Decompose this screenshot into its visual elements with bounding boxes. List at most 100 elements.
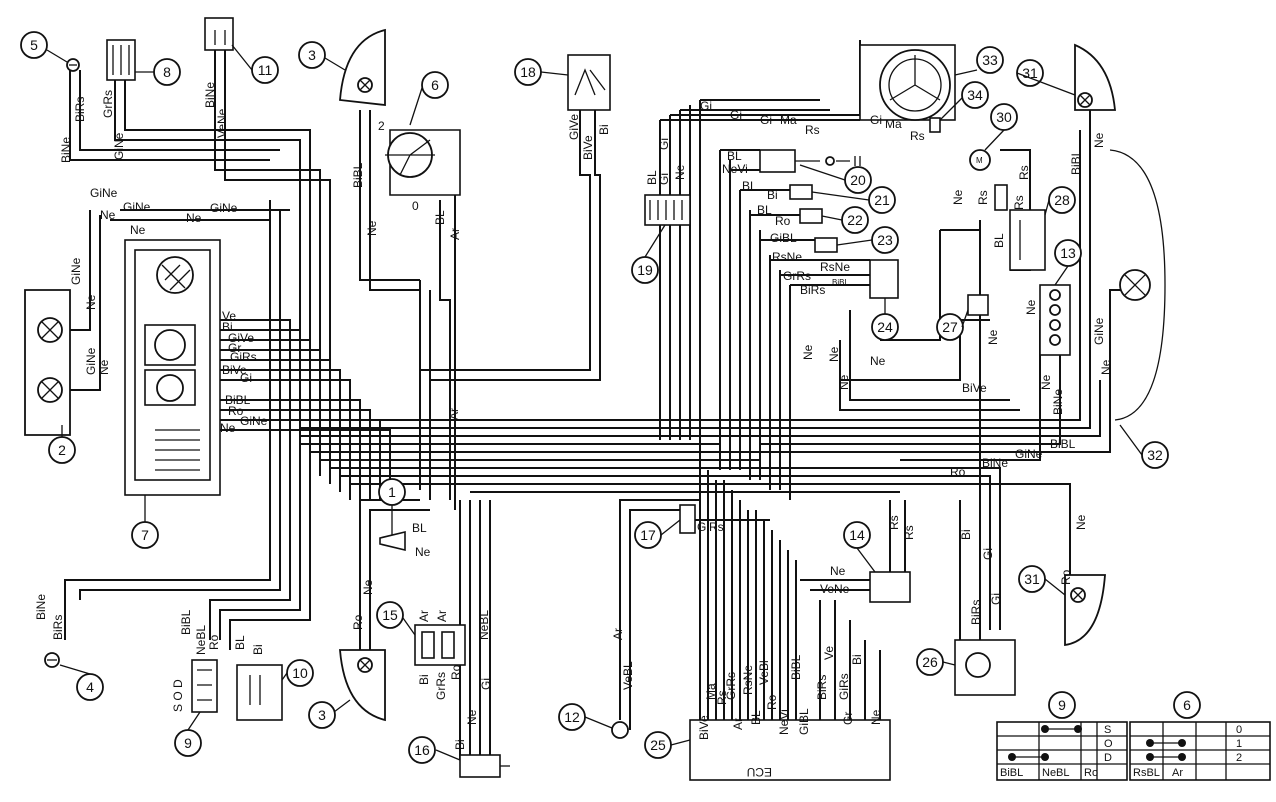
callout-31b: 31 bbox=[1018, 565, 1046, 593]
svg-text:13: 13 bbox=[1060, 245, 1076, 261]
svg-text:GiVe: GiVe bbox=[228, 331, 254, 345]
svg-text:9: 9 bbox=[184, 735, 192, 751]
svg-text:33: 33 bbox=[982, 52, 998, 68]
svg-text:Bi: Bi bbox=[222, 320, 233, 334]
svg-text:21: 21 bbox=[874, 192, 890, 208]
component-9 bbox=[191, 659, 218, 713]
svg-text:Bi: Bi bbox=[850, 654, 864, 665]
svg-text:Ar: Ar bbox=[611, 628, 625, 640]
callout-16: 16 bbox=[408, 736, 436, 764]
svg-text:VeNe: VeNe bbox=[820, 582, 850, 596]
svg-text:BiBL: BiBL bbox=[179, 609, 193, 635]
component-22 bbox=[799, 208, 823, 224]
svg-text:BiRs: BiRs bbox=[815, 675, 829, 700]
svg-text:GrRs: GrRs bbox=[724, 672, 738, 700]
svg-text:Bi: Bi bbox=[959, 529, 973, 540]
component-15 bbox=[414, 624, 466, 666]
callout-27: 27 bbox=[936, 313, 964, 341]
svg-text:GiNe: GiNe bbox=[69, 257, 83, 285]
svg-text:Ve: Ve bbox=[822, 646, 836, 660]
svg-text:BiNe: BiNe bbox=[203, 82, 217, 108]
callout-11: 11 bbox=[251, 56, 279, 84]
svg-text:BiBL: BiBL bbox=[832, 278, 849, 287]
svg-text:Rs: Rs bbox=[976, 190, 990, 205]
svg-text:17: 17 bbox=[640, 527, 656, 543]
callouts: 1 2 3 3 4 5 6 7 8 9 10 11 12 13 14 15 16… bbox=[20, 31, 1201, 764]
component-13 bbox=[1039, 284, 1071, 356]
callout-4: 4 bbox=[76, 673, 104, 701]
svg-text:Ne: Ne bbox=[84, 294, 98, 310]
svg-text:Gi: Gi bbox=[870, 113, 882, 127]
component-21 bbox=[789, 184, 813, 200]
svg-text:Rs: Rs bbox=[1017, 165, 1031, 180]
component-26 bbox=[954, 639, 1016, 696]
svg-text:NeVi: NeVi bbox=[777, 709, 791, 735]
component-18 bbox=[567, 54, 611, 111]
svg-text:Gi: Gi bbox=[730, 108, 742, 122]
svg-text:GiVe: GiVe bbox=[567, 114, 581, 140]
svg-text:Ne: Ne bbox=[830, 564, 846, 578]
svg-text:BL: BL bbox=[742, 179, 757, 193]
leader-lines bbox=[46, 44, 1143, 761]
svg-text:VeBl: VeBl bbox=[757, 660, 771, 685]
svg-text:Ma: Ma bbox=[704, 683, 718, 700]
callout-7: 7 bbox=[131, 521, 159, 549]
svg-text:2: 2 bbox=[58, 442, 66, 458]
svg-text:Gr: Gr bbox=[228, 341, 241, 355]
svg-text:O: O bbox=[1104, 738, 1113, 750]
svg-text:Ne: Ne bbox=[361, 579, 375, 595]
svg-text:RsNe: RsNe bbox=[820, 260, 850, 274]
callout-33: 33 bbox=[976, 46, 1004, 74]
svg-text:RsNe: RsNe bbox=[741, 665, 755, 695]
callout-13: 13 bbox=[1054, 239, 1082, 267]
svg-text:32: 32 bbox=[1147, 447, 1163, 463]
callout-table-9: 9 bbox=[1048, 691, 1076, 719]
svg-text:BL: BL bbox=[757, 203, 772, 217]
callout-3b: 3 bbox=[308, 701, 336, 729]
table-9-labels: S O D BiBL NeBL Ro bbox=[1000, 724, 1113, 779]
svg-text:14: 14 bbox=[849, 527, 865, 543]
svg-text:Ne: Ne bbox=[1039, 374, 1053, 390]
callout-1: 1 bbox=[378, 478, 406, 506]
svg-text:Ro: Ro bbox=[765, 694, 779, 710]
callout-9: 9 bbox=[174, 729, 202, 757]
callout-8: 8 bbox=[153, 58, 181, 86]
svg-text:BiVe: BiVe bbox=[581, 135, 595, 160]
callout-6: 6 bbox=[421, 71, 449, 99]
component-10 bbox=[236, 664, 283, 721]
component-4 bbox=[44, 652, 60, 668]
component-23 bbox=[814, 237, 838, 253]
callout-34: 34 bbox=[961, 81, 989, 109]
svg-text:1: 1 bbox=[388, 484, 396, 500]
svg-text:BL: BL bbox=[645, 170, 659, 185]
svg-text:BL: BL bbox=[433, 210, 447, 225]
svg-text:S: S bbox=[1104, 724, 1111, 736]
svg-text:ECU: ECU bbox=[747, 765, 772, 779]
callout-table-6: 6 bbox=[1173, 691, 1201, 719]
svg-text:Ne: Ne bbox=[186, 211, 202, 225]
callout-17: 17 bbox=[634, 521, 662, 549]
svg-text:Ve: Ve bbox=[222, 309, 236, 323]
svg-text:Ar: Ar bbox=[417, 610, 431, 622]
svg-text:NeBL: NeBL bbox=[194, 625, 208, 655]
callout-31a: 31 bbox=[1016, 59, 1044, 87]
svg-text:Ar: Ar bbox=[1172, 767, 1183, 779]
svg-text:Gi: Gi bbox=[657, 138, 671, 150]
component-27 bbox=[967, 294, 989, 316]
component-8 bbox=[106, 39, 136, 81]
component-30: M bbox=[969, 149, 991, 171]
svg-text:3: 3 bbox=[318, 707, 326, 723]
component-25-ecu bbox=[689, 719, 891, 781]
svg-text:BiRs: BiRs bbox=[969, 600, 983, 625]
svg-text:Ne: Ne bbox=[837, 374, 851, 390]
svg-text:GiBL: GiBL bbox=[770, 231, 797, 245]
svg-text:Gi: Gi bbox=[760, 113, 772, 127]
svg-text:Ne: Ne bbox=[97, 359, 111, 375]
svg-text:Ne: Ne bbox=[673, 164, 687, 180]
svg-text:16: 16 bbox=[414, 742, 430, 758]
svg-text:30: 30 bbox=[996, 109, 1012, 125]
svg-text:Ro: Ro bbox=[351, 614, 365, 630]
svg-text:BiRs: BiRs bbox=[51, 615, 65, 640]
svg-text:BL: BL bbox=[727, 149, 742, 163]
svg-text:12: 12 bbox=[564, 709, 580, 725]
